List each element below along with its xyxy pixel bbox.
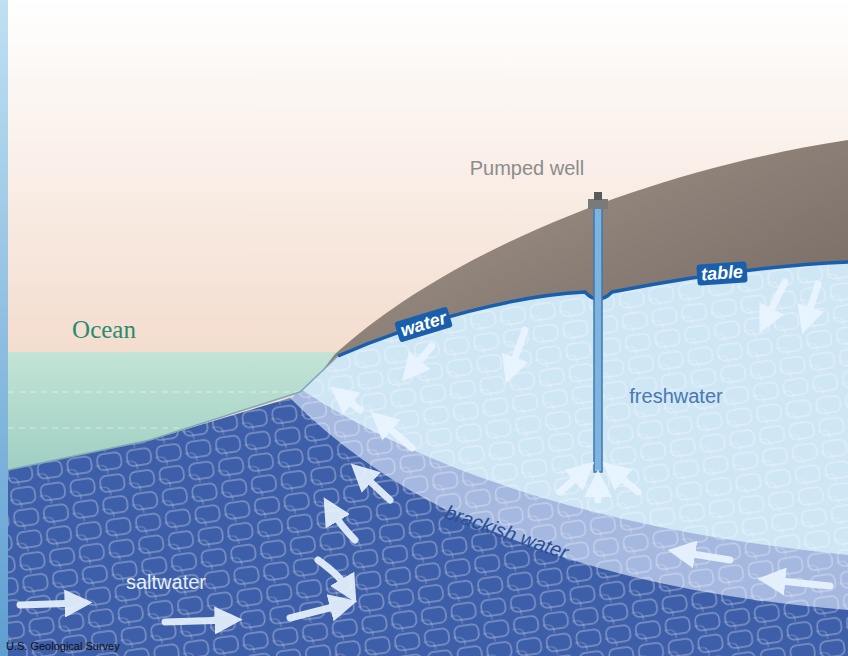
ocean-label: Ocean (72, 316, 136, 345)
water-table-label: water (395, 306, 454, 342)
well-label: Pumped well (470, 157, 585, 180)
region-label: brackish water (441, 500, 570, 564)
region-label: freshwater (629, 385, 722, 408)
region-label: saltwater (126, 571, 206, 594)
water-table-label: table (696, 261, 747, 285)
credit-label: U.S. Geological Survey (6, 640, 120, 653)
